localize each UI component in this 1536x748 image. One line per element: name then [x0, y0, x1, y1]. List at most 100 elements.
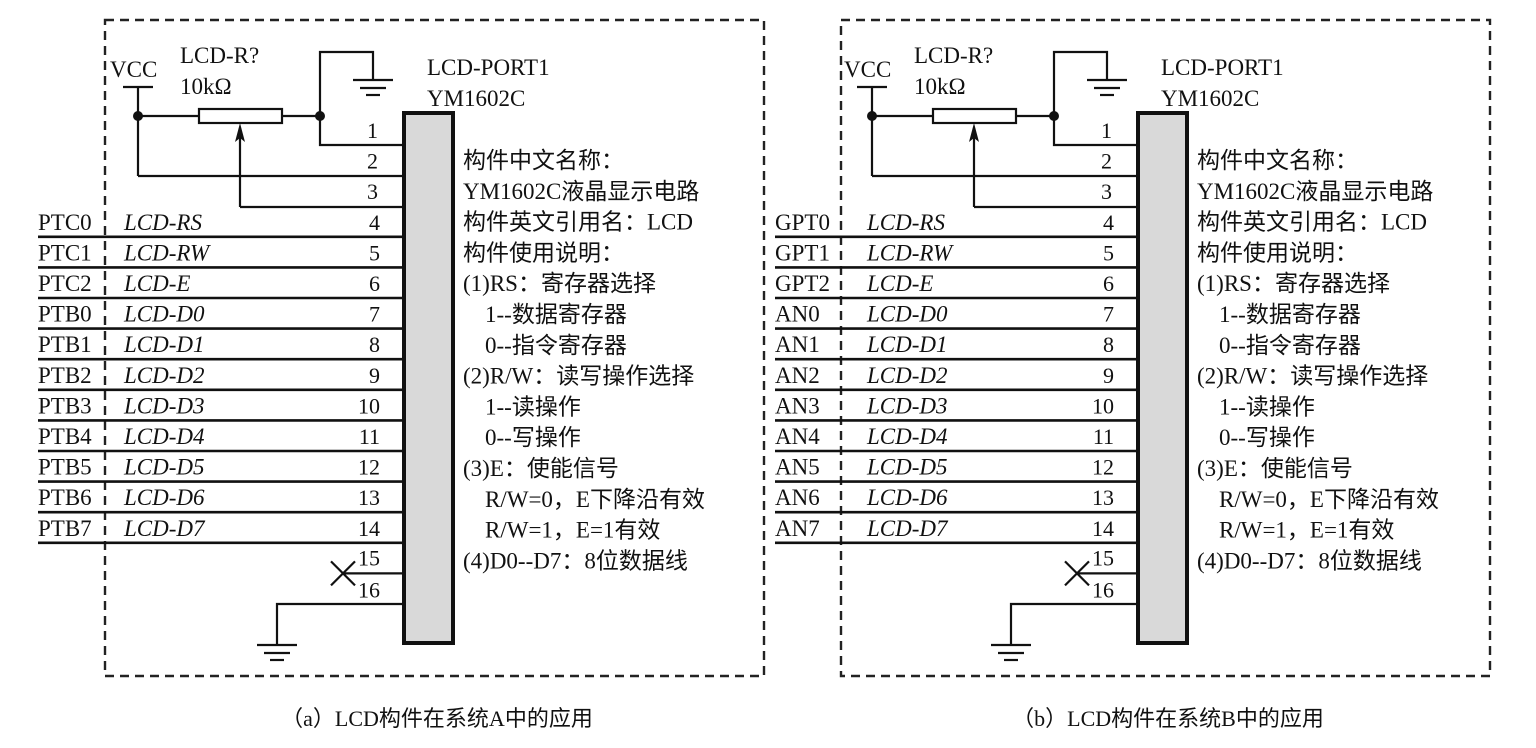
connector-model-label: YM1602C [1161, 86, 1259, 111]
net-label: LCD-RS [866, 210, 945, 235]
pin-number: 13 [1092, 485, 1114, 510]
description-line: 构件使用说明： [463, 240, 624, 265]
pin-number: 3 [367, 179, 378, 204]
description-line: 0--指令寄存器 [485, 333, 627, 358]
port-label: PTB6 [38, 485, 92, 510]
port-label: AN7 [775, 516, 820, 541]
port-label: GPT0 [775, 210, 830, 235]
pin-number: 4 [1103, 210, 1114, 235]
pin-number: 2 [367, 149, 378, 174]
pin1-wire [1052, 116, 1138, 147]
description-line: 0--写操作 [485, 425, 581, 450]
pin-number: 6 [369, 271, 380, 296]
net-label: LCD-D5 [866, 455, 948, 480]
description-line: 1--数据寄存器 [485, 302, 627, 327]
potentiometer [931, 107, 1018, 125]
signal-row: GPT0 LCD-RS 4 [775, 210, 1138, 239]
port-label: AN2 [775, 363, 820, 388]
wiper-arrow-icon [969, 123, 979, 142]
wiper-arrow-icon [235, 123, 245, 142]
connector-model-label: YM1602C [427, 86, 525, 111]
panel-boundary [839, 18, 1492, 678]
potentiometer [197, 107, 284, 125]
port-label: PTB4 [38, 424, 92, 449]
description-line: 构件中文名称： [1197, 148, 1358, 173]
pin-number: 8 [369, 332, 380, 357]
net-label: LCD-RW [123, 240, 211, 265]
port-label: PTB0 [38, 302, 92, 327]
net-label: LCD-D1 [123, 332, 205, 357]
net-label: LCD-E [866, 271, 933, 296]
pin-number: 11 [1093, 424, 1114, 449]
net-label: LCD-D4 [123, 424, 205, 449]
port-label: PTC1 [38, 240, 92, 265]
pin-number: 12 [358, 455, 380, 480]
port-label: AN0 [775, 302, 820, 327]
port-label: AN3 [775, 393, 820, 418]
vcc-label: VCC [110, 57, 157, 82]
panel-caption: （b）LCD构件在系统B中的应用 [1012, 706, 1324, 731]
port-label: GPT2 [775, 271, 830, 296]
port-label: PTB5 [38, 455, 92, 480]
description-line: (4)D0--D7：8位数据线 [463, 548, 688, 573]
connector-name-label: LCD-PORT1 [1161, 55, 1284, 80]
pin-number: 9 [369, 363, 380, 388]
pin16-wire [275, 602, 404, 645]
port-label: PTB2 [38, 363, 92, 388]
pin-number: 7 [369, 302, 380, 327]
description-line: R/W=1，E=1有效 [485, 518, 660, 543]
connector-name-label: LCD-PORT1 [427, 55, 550, 80]
description-line: 构件中文名称： [463, 148, 624, 173]
net-label: LCD-D6 [123, 485, 205, 510]
description-line: 1--读操作 [485, 394, 581, 419]
net-label: LCD-D0 [123, 302, 205, 327]
description-line: 0--写操作 [1219, 425, 1315, 450]
pin-number: 1 [367, 118, 378, 143]
pin-number: 10 [358, 393, 380, 418]
pin-number: 14 [1092, 516, 1114, 541]
net-label: LCD-D2 [123, 363, 205, 388]
net-label: LCD-D1 [866, 332, 948, 357]
vcc-label: VCC [844, 57, 891, 82]
net-label: LCD-D6 [866, 485, 948, 510]
lcd-connector-body [402, 111, 455, 645]
component-description: 构件中文名称：YM1602C液晶显示电路构件英文引用名：LCD构件使用说明：(1… [463, 148, 705, 573]
pin-number: 15 [1092, 545, 1114, 570]
net-label: LCD-D3 [866, 393, 948, 418]
pin-number: 5 [369, 240, 380, 265]
description-line: 构件英文引用名：LCD [1197, 210, 1427, 235]
description-line: (2)R/W：读写操作选择 [463, 364, 694, 389]
signal-row: PTB6 LCD-D6 13 [38, 485, 404, 514]
pin-number: 2 [1101, 149, 1112, 174]
pin-number: 1 [1101, 118, 1112, 143]
signal-row: PTC1 LCD-RW 5 [38, 240, 404, 269]
port-label: PTC2 [38, 271, 92, 296]
description-line: 1--读操作 [1219, 394, 1315, 419]
port-label: AN5 [775, 455, 820, 480]
pin1-wire [318, 116, 404, 147]
port-label: AN4 [775, 424, 820, 449]
panel-caption: （a）LCD构件在系统A中的应用 [281, 706, 593, 731]
net-label: LCD-D7 [123, 516, 206, 541]
description-line: (1)RS：寄存器选择 [1197, 271, 1390, 296]
port-label: PTB7 [38, 516, 92, 541]
pin-number: 13 [358, 485, 380, 510]
description-line: 构件使用说明： [1197, 240, 1358, 265]
net-label: LCD-RW [866, 240, 954, 265]
ground-icon [353, 78, 393, 97]
net-label: LCD-RS [123, 210, 202, 235]
component-description: 构件中文名称：YM1602C液晶显示电路构件英文引用名：LCD构件使用说明：(1… [1197, 148, 1439, 573]
